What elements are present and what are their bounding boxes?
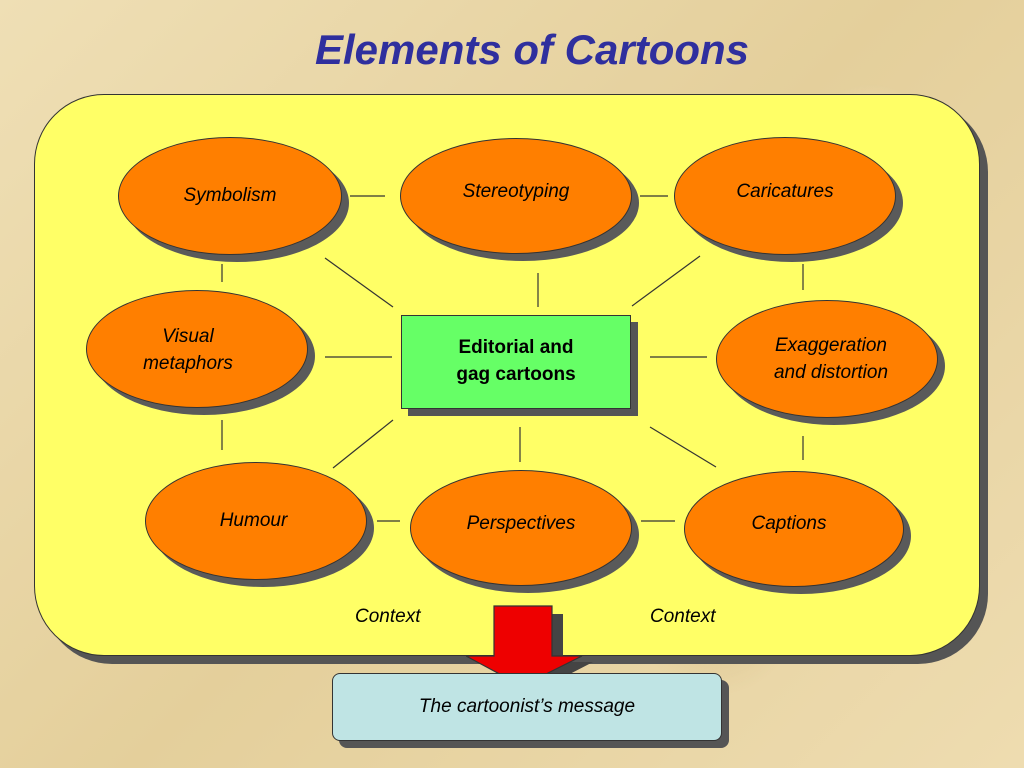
message-box: The cartoonist’s message [332,673,722,741]
center-box: Editorial and gag cartoons [401,315,631,409]
center-label: Editorial and gag cartoons [456,337,576,385]
connector-line [649,426,717,468]
down-arrow-icon [466,605,593,690]
context-label-left: Context [355,606,421,627]
node-label: Captions [751,513,827,534]
node-label: Exaggeration and distortion [773,335,889,383]
message-label: The cartoonist’s message [418,696,636,717]
node-label: Perspectives [466,513,576,534]
connector-line [631,255,701,307]
context-label-right: Context [650,606,716,627]
node-label: Stereotyping [462,181,570,202]
page-title: Elements of Cartoons [314,26,750,73]
connector-line [324,257,394,308]
node-label: Visual metaphors [143,326,233,374]
node-label: Humour [219,509,288,531]
node-label: Caricatures [736,181,834,202]
connector-line [332,419,394,469]
node-label: Symbolism [183,184,277,206]
